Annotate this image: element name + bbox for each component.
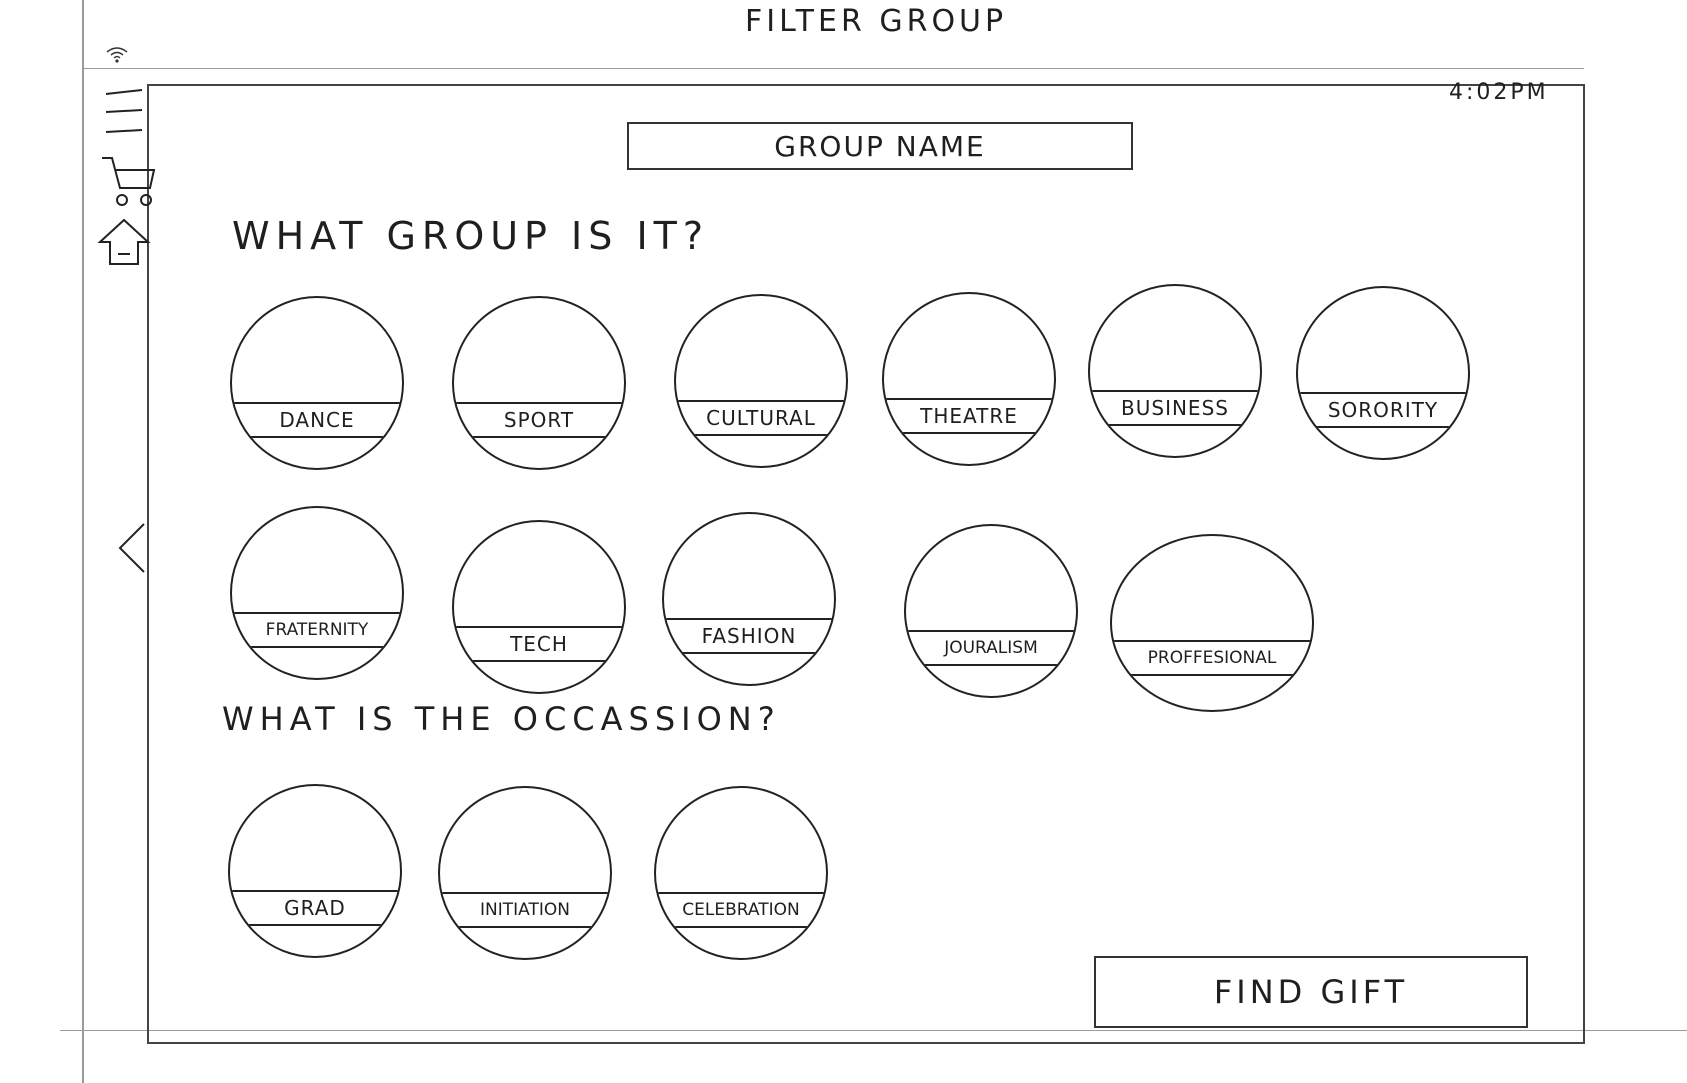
option-label: DANCE	[232, 402, 402, 438]
page-left-edge	[82, 0, 84, 1083]
option-label: SPORT	[454, 402, 624, 438]
occasion-question: WHAT IS THE OCCASSION?	[222, 700, 781, 738]
page-bottom-edge	[60, 1030, 1687, 1031]
option-label: SORORITY	[1298, 392, 1468, 428]
option-label: BUSINESS	[1090, 390, 1260, 426]
screen-title: FILTER GROUP	[745, 4, 1008, 39]
option-label: FASHION	[664, 618, 834, 654]
group-option-fraternity[interactable]: FRATERNITY	[230, 506, 404, 680]
group-option-journalism[interactable]: JOURALISM	[904, 524, 1078, 698]
device-frame	[147, 84, 1585, 1044]
option-label: PROFFESIONAL	[1112, 640, 1312, 676]
option-label: INITIATION	[440, 892, 610, 928]
group-option-professional[interactable]: PROFFESIONAL	[1110, 534, 1314, 712]
occasion-option-initiation[interactable]: INITIATION	[438, 786, 612, 960]
group-option-business[interactable]: BUSINESS	[1088, 284, 1262, 458]
wifi-icon	[106, 47, 128, 63]
option-label: CULTURAL	[676, 400, 846, 436]
group-option-tech[interactable]: TECH	[452, 520, 626, 694]
occasion-option-grad[interactable]: GRAD	[228, 784, 402, 958]
device-top-edge	[84, 68, 1584, 69]
hamburger-menu-icon[interactable]	[96, 88, 152, 138]
home-icon[interactable]	[96, 216, 152, 268]
group-name-field[interactable]: GROUP NAME	[627, 122, 1133, 170]
back-chevron-icon[interactable]	[114, 520, 150, 576]
option-label: GRAD	[230, 890, 400, 926]
cart-icon[interactable]	[96, 152, 160, 210]
status-time: 4:02PM	[1449, 80, 1549, 105]
option-label: THEATRE	[884, 398, 1054, 434]
group-option-fashion[interactable]: FASHION	[662, 512, 836, 686]
group-option-sorority[interactable]: SORORITY	[1296, 286, 1470, 460]
option-label: JOURALISM	[906, 630, 1076, 666]
group-option-sport[interactable]: SPORT	[452, 296, 626, 470]
option-label: CELEBRATION	[656, 892, 826, 928]
occasion-option-celebration[interactable]: CELEBRATION	[654, 786, 828, 960]
group-option-dance[interactable]: DANCE	[230, 296, 404, 470]
group-option-theatre[interactable]: THEATRE	[882, 292, 1056, 466]
find-gift-button[interactable]: FIND GIFT	[1094, 956, 1528, 1028]
group-option-cultural[interactable]: CULTURAL	[674, 294, 848, 468]
group-question: WHAT GROUP IS IT?	[232, 214, 710, 258]
option-label: TECH	[454, 626, 624, 662]
option-label: FRATERNITY	[232, 612, 402, 648]
